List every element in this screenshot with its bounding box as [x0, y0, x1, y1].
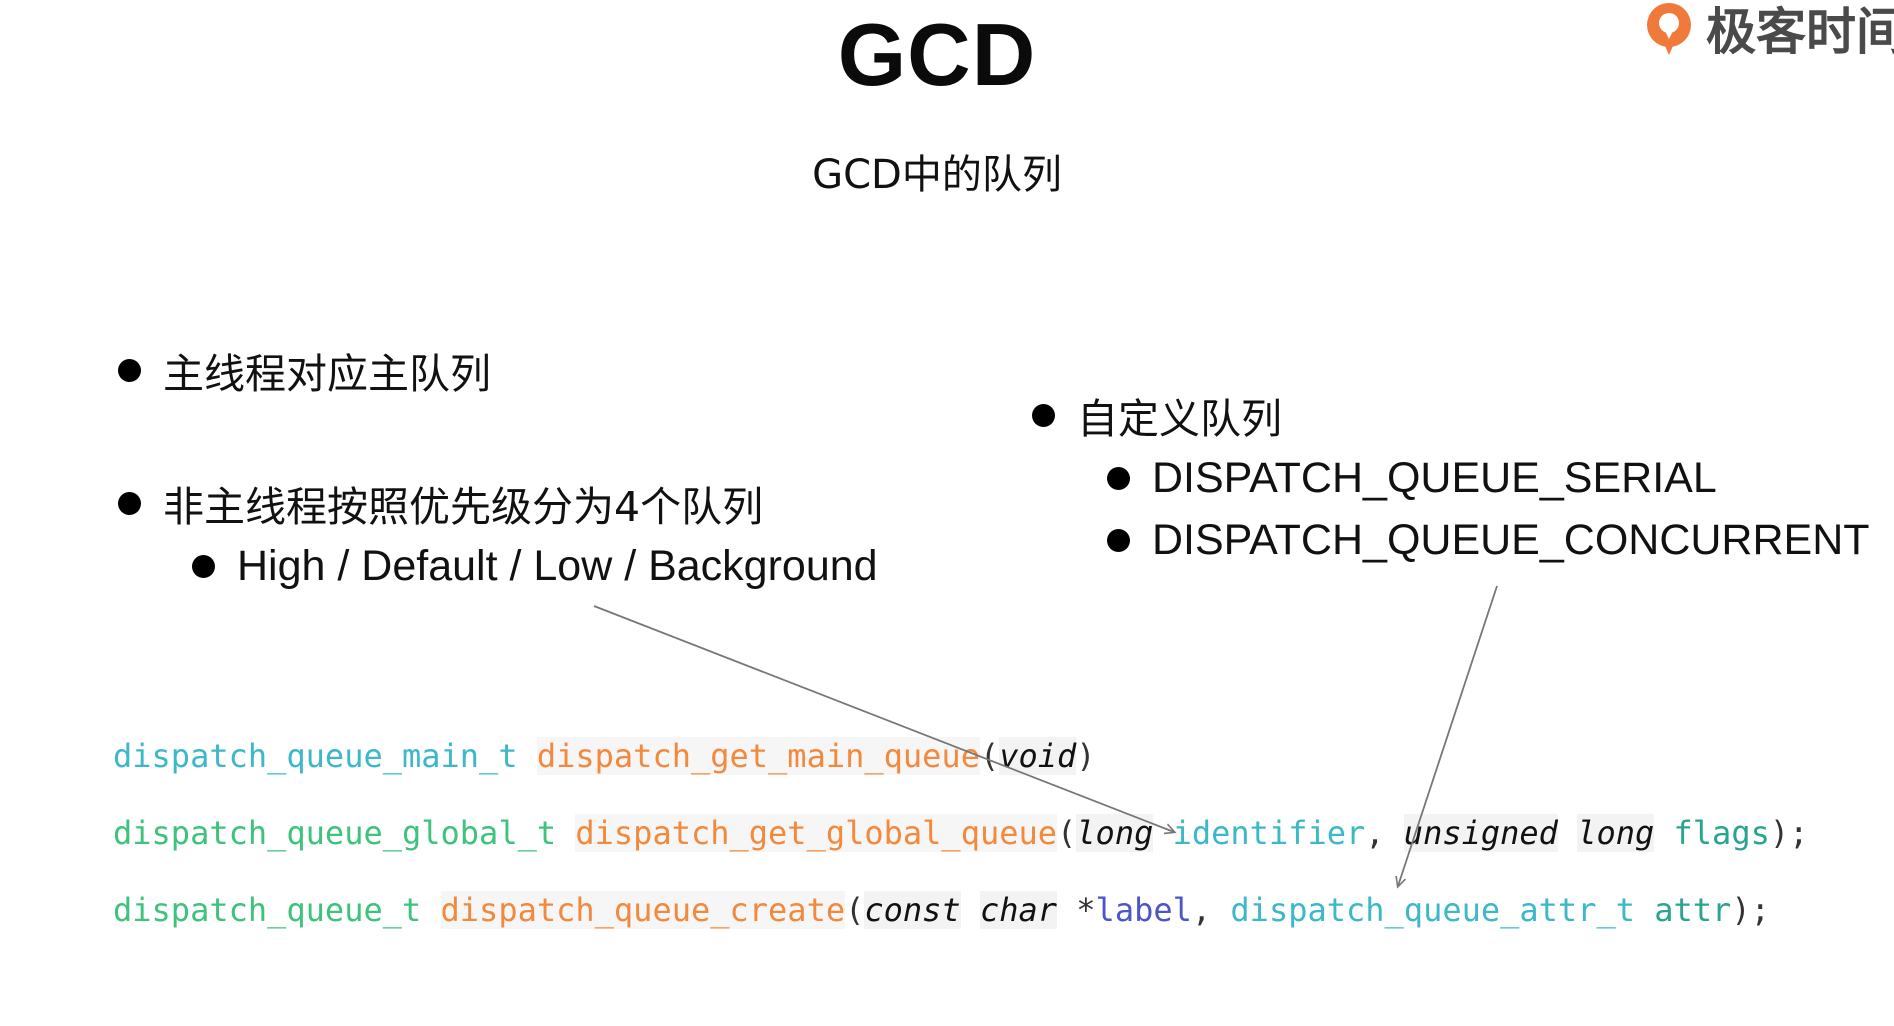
bullet-dot-icon [118, 358, 141, 382]
code-line-create-queue: dispatch_queue_t dispatch_queue_create(c… [113, 891, 1770, 929]
code-type: dispatch_queue_global_t [113, 814, 557, 852]
bullet-text: 非主线程按照优先级分为4个队列 [163, 483, 764, 531]
code-func: dispatch_get_global_queue [575, 814, 1058, 852]
code-punc: * [1076, 891, 1096, 929]
sub-bullet-concurrent: DISPATCH_QUEUE_CONCURRENT [1107, 516, 1870, 565]
code-keyword: void [999, 737, 1077, 775]
code-type: dispatch_queue_t [113, 891, 422, 929]
bullet-non-main-thread: 非主线程按照优先级分为4个队列 [118, 473, 763, 533]
code-keyword: unsigned [1403, 814, 1558, 852]
sub-bullet-priorities: High / Default / Low / Background [192, 542, 878, 591]
code-punc: ( [845, 891, 865, 929]
code-line-main-queue: dispatch_queue_main_t dispatch_get_main_… [113, 737, 1096, 775]
code-punc: , [1191, 891, 1212, 929]
code-line-global-queue: dispatch_queue_global_t dispatch_get_glo… [113, 814, 1808, 852]
code-keyword: char [979, 891, 1058, 929]
code-punc: ); [1731, 891, 1770, 929]
slide-subtitle: GCD中的队列 [812, 152, 1062, 198]
bullet-text: DISPATCH_QUEUE_SERIAL [1152, 454, 1717, 502]
code-keyword: long [1076, 814, 1154, 852]
bullet-text: 自定义队列 [1077, 395, 1282, 443]
bullet-text: DISPATCH_QUEUE_CONCURRENT [1152, 516, 1870, 564]
code-func: dispatch_queue_create [440, 891, 846, 929]
bullet-dot-icon [192, 555, 215, 578]
code-func: dispatch_get_main_queue [536, 737, 980, 775]
code-punc: ); [1769, 814, 1809, 852]
slide-title: GCD [837, 5, 1037, 104]
code-punc: , [1365, 814, 1385, 852]
geektime-logo-icon [1647, 3, 1691, 55]
code-punc: ) [1076, 737, 1096, 775]
bullet-dot-icon [1107, 467, 1130, 490]
arrow-priority-to-identifier [593, 605, 1174, 832]
code-keyword: long [1577, 814, 1655, 852]
bullet-dot-icon [118, 491, 141, 515]
code-param: identifier [1172, 814, 1366, 852]
code-type: dispatch_queue_main_t [113, 737, 518, 775]
code-param: flags [1673, 814, 1770, 852]
bullet-custom-queue: 自定义队列 [1032, 385, 1282, 445]
bullet-dot-icon [1032, 403, 1055, 427]
bullet-main-thread: 主线程对应主队列 [118, 340, 491, 400]
code-param: label [1095, 891, 1192, 929]
code-type: dispatch_queue_attr_t [1230, 891, 1635, 929]
code-param: attr [1654, 891, 1732, 929]
bullet-text: 主线程对应主队列 [163, 350, 491, 398]
bullet-dot-icon [1107, 529, 1130, 552]
code-keyword: const [864, 891, 961, 929]
logo-text: 极客时间 [1706, 3, 1894, 61]
brand-logo: 极客时间 [1640, 0, 1894, 61]
bullet-text: High / Default / Low / Background [237, 542, 878, 590]
code-punc: ( [979, 737, 1000, 775]
sub-bullet-serial: DISPATCH_QUEUE_SERIAL [1107, 454, 1717, 503]
code-punc: ( [1057, 814, 1077, 852]
